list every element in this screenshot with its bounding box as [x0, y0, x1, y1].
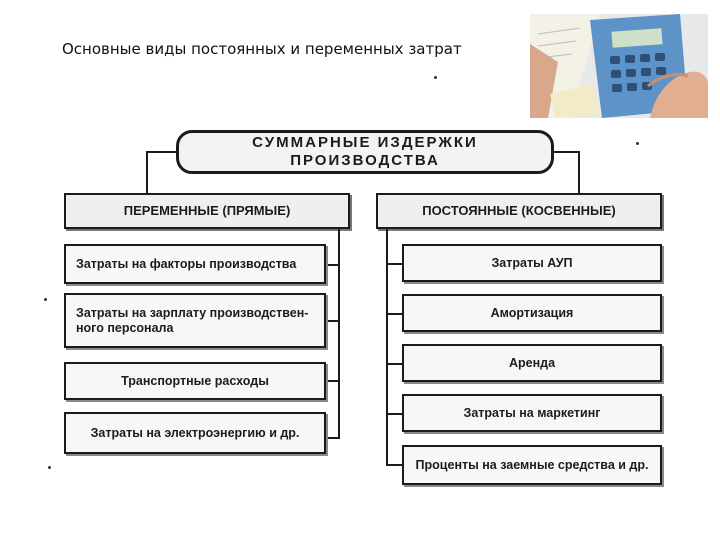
fixed-costs-header: ПОСТОЯННЫЕ (КОСВЕННЫЕ): [376, 193, 662, 229]
fixed-item-marketing: Затраты на маркетинг: [402, 394, 662, 432]
fixed-tick-1: [386, 263, 402, 265]
variable-spine: [338, 229, 340, 439]
variable-tick-2: [326, 320, 340, 322]
variable-costs-header: ПЕРЕМЕННЫЕ (ПРЯМЫЕ): [64, 193, 350, 229]
speck: [434, 76, 437, 79]
variable-tick-3: [326, 380, 340, 382]
fixed-tick-2: [386, 313, 402, 315]
calculator-image: [530, 14, 708, 118]
fixed-item-admin: Затраты АУП: [402, 244, 662, 282]
variable-item-factors: Затраты на факторы производства: [64, 244, 326, 284]
connector-root-right-drop: [578, 151, 580, 193]
variable-item-wages: Затраты на зарплату производствен- ного …: [64, 293, 326, 348]
fixed-item-interest: Проценты на заемные средства и др.: [402, 445, 662, 485]
fixed-spine: [386, 229, 388, 465]
variable-item-electricity: Затраты на электроэнергию и др.: [64, 412, 326, 454]
variable-tick-1: [326, 264, 340, 266]
fixed-tick-4: [386, 413, 402, 415]
connector-root-left-drop: [146, 151, 148, 193]
calculator-photo: [530, 14, 708, 118]
root-total-costs-box: СУММАРНЫЕ ИЗДЕРЖКИ ПРОИЗВОДСТВА: [176, 130, 554, 174]
speck: [44, 298, 47, 301]
fixed-item-rent: Аренда: [402, 344, 662, 382]
speck: [48, 466, 51, 469]
fixed-item-depreciation: Амортизация: [402, 294, 662, 332]
slide-title: Основные виды постоянных и переменных за…: [62, 40, 462, 58]
connector-root-left: [146, 151, 178, 153]
variable-item-transport: Транспортные расходы: [64, 362, 326, 400]
speck: [636, 142, 639, 145]
variable-tick-4: [326, 437, 340, 439]
fixed-tick-3: [386, 363, 402, 365]
fixed-tick-5: [386, 464, 402, 466]
connector-root-right: [552, 151, 580, 153]
